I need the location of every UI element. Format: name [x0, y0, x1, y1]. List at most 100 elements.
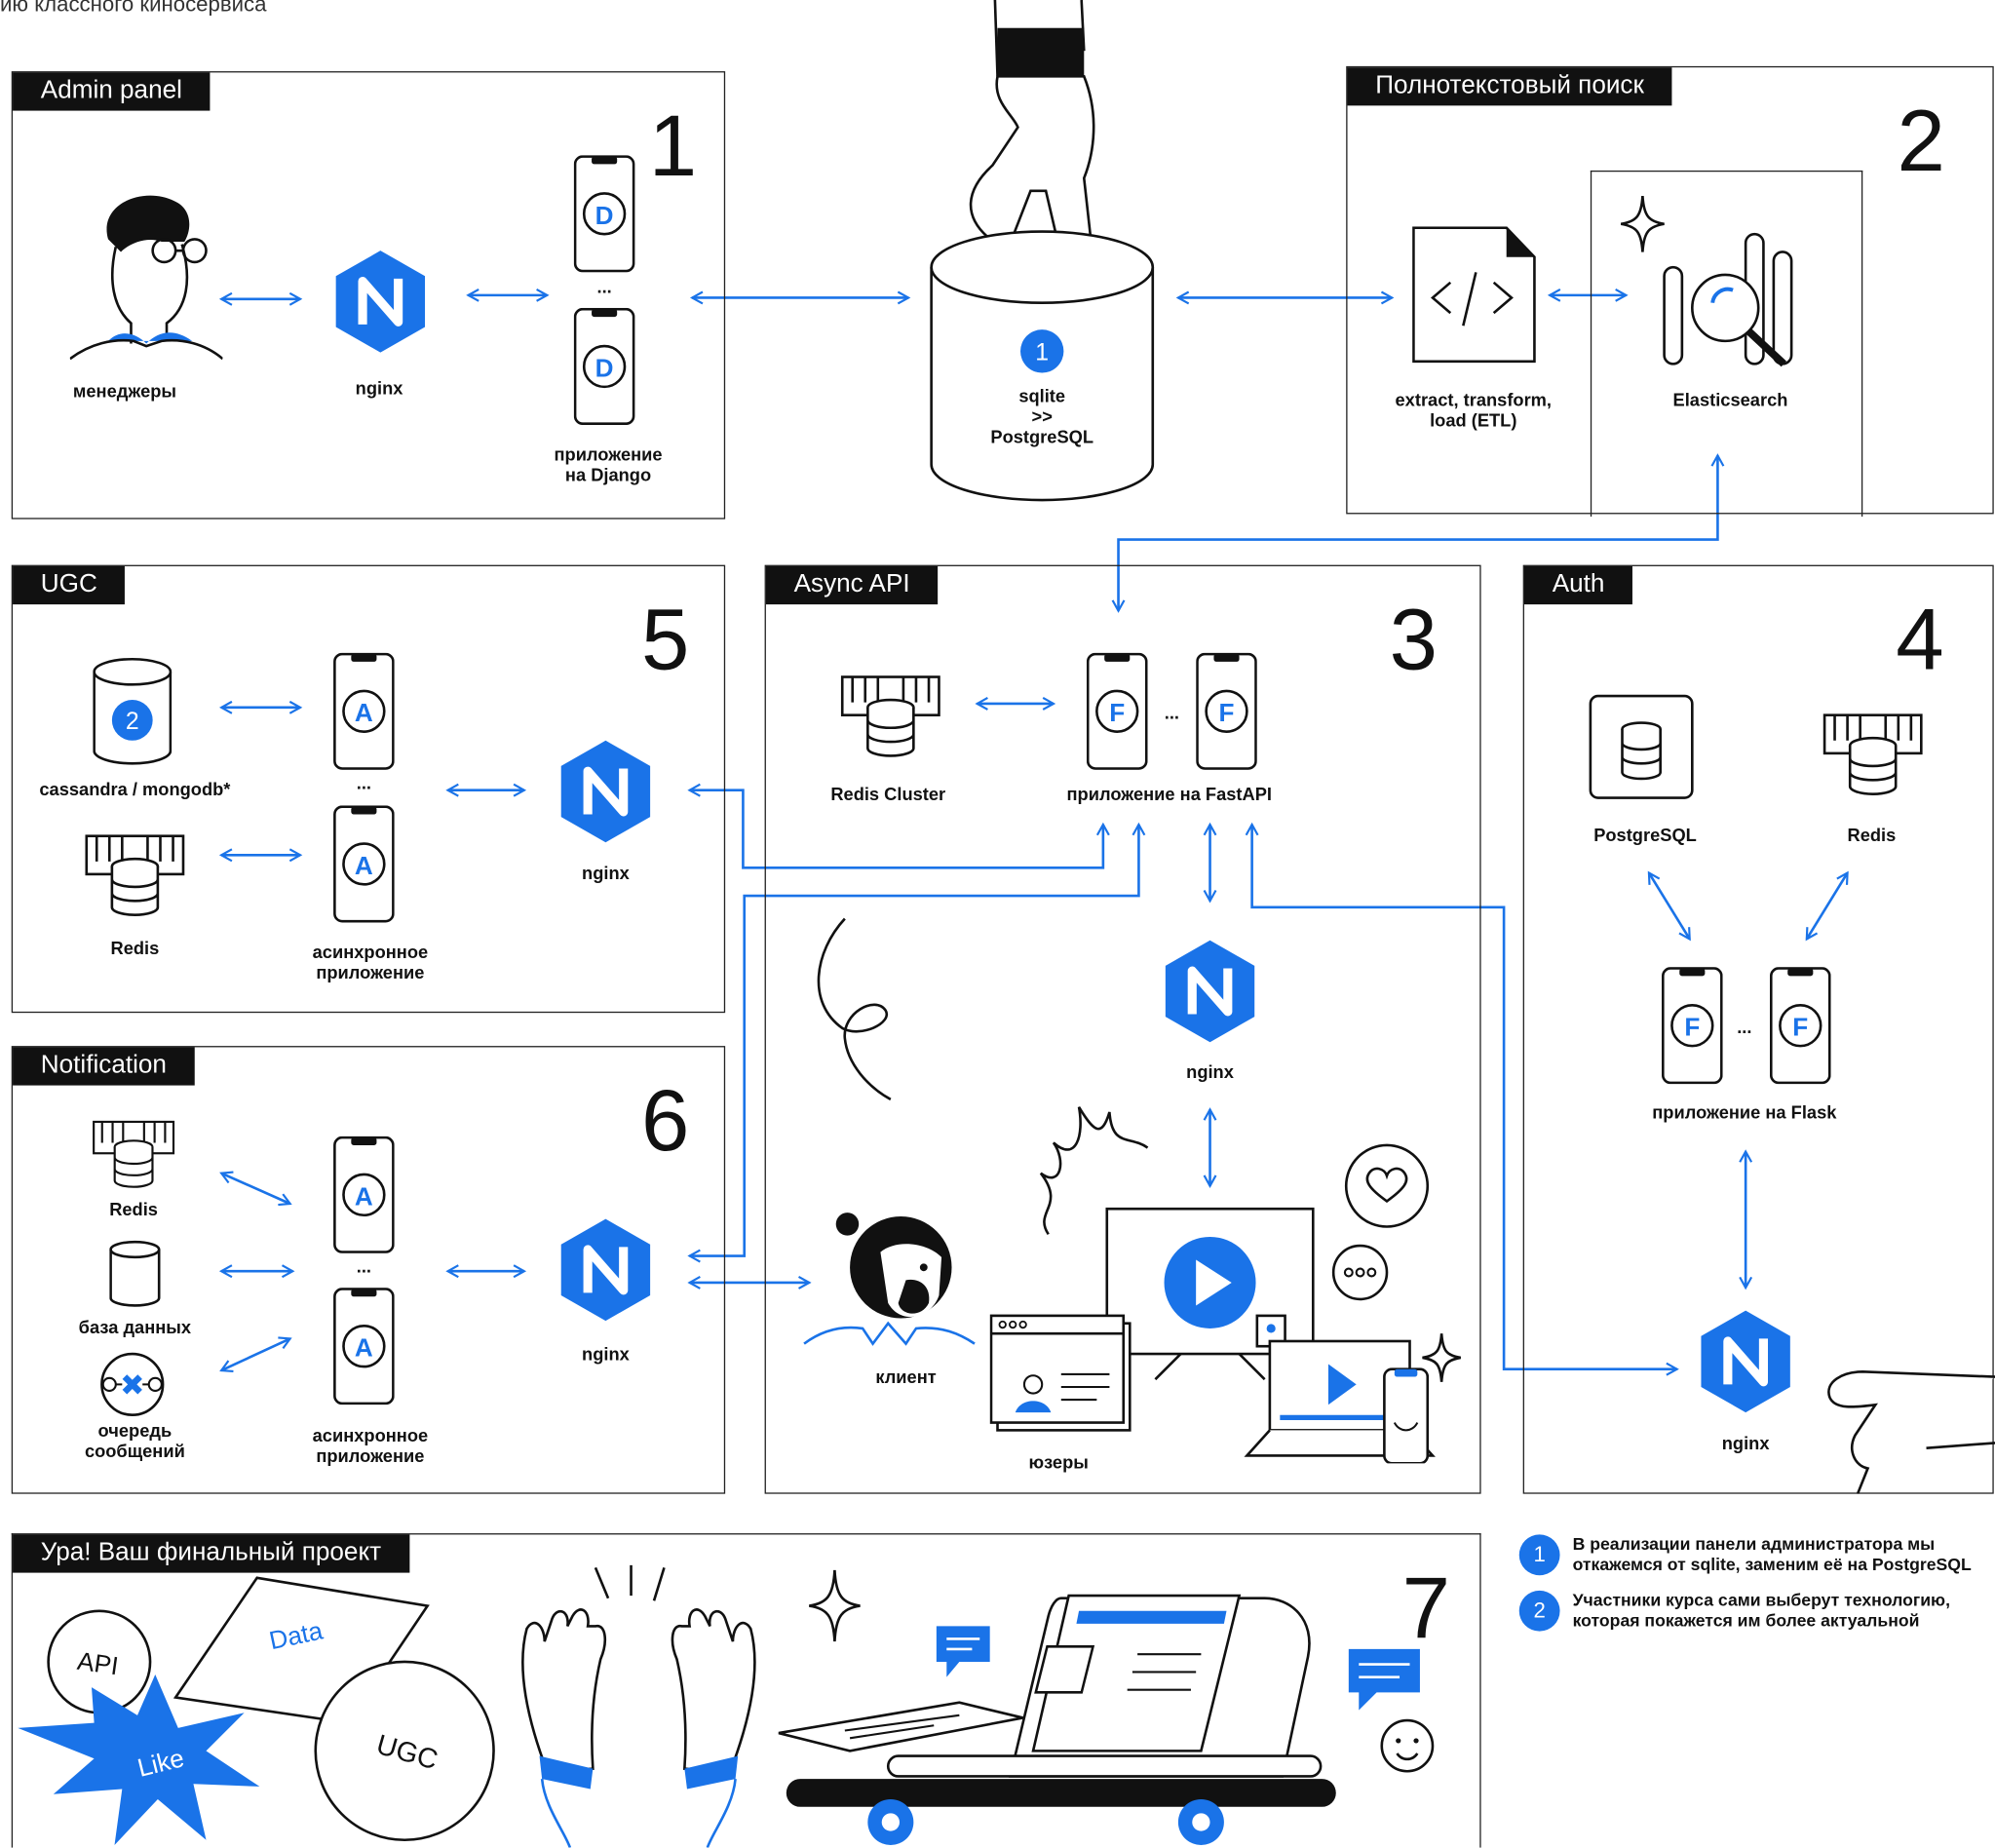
phone-app-icon: D: [573, 155, 635, 273]
doodle-icon: [817, 917, 892, 1101]
burst-icon: [1039, 1106, 1149, 1236]
panel-title: Auth: [1523, 565, 1633, 605]
api-word: API: [76, 1646, 121, 1681]
footnote-marker: 1: [1518, 1534, 1560, 1576]
arrow-pg-flask: [1647, 870, 1691, 942]
sparkle-icon: [1620, 195, 1665, 252]
app-letter: F: [1684, 1013, 1700, 1042]
panel-async-api: Async API 3: [764, 564, 1481, 1494]
client-label: клиент: [875, 1367, 937, 1387]
panel-number: 2: [1897, 93, 1945, 190]
footnote: 1 В реализации панели администратора мы …: [1518, 1534, 1990, 1576]
panel-number: 3: [1389, 592, 1438, 689]
arrow-auth-fastapi: [1245, 822, 1679, 1376]
async-app-label: асинхронное приложение: [313, 942, 429, 982]
queue-label: очередь сообщений: [85, 1420, 185, 1461]
arrow-n-queue-app: [219, 1336, 292, 1373]
app-letter: A: [355, 851, 373, 880]
panel-number: 6: [640, 1072, 690, 1170]
etl-label: extract, transform, load (ETL): [1396, 389, 1552, 430]
laptop-icon: [1244, 1314, 1436, 1464]
panel-admin: Admin panel 1: [11, 71, 726, 520]
final-collage-icon: Data API Like UGC: [18, 1576, 495, 1845]
panel-title: UGC: [13, 565, 126, 605]
app-letter: F: [1109, 698, 1125, 727]
sparkle-icon: [1422, 1333, 1461, 1382]
phone-app-icon: A: [333, 652, 395, 770]
phone-app-icon: F: [1769, 967, 1831, 1085]
phone-app-icon: A: [333, 1288, 395, 1405]
profile-window-icon: [989, 1314, 1132, 1432]
arrow-redis-flask: [1805, 870, 1849, 942]
django-app-line2: на Django: [564, 464, 652, 485]
nginx-label: nginx: [1186, 1060, 1234, 1082]
redis-icon: [93, 1120, 175, 1188]
postgres-db-icon: [1589, 694, 1694, 799]
phone-app-icon: F: [1086, 652, 1148, 770]
panel-ugc: UGC 5: [11, 564, 726, 1014]
redis-icon: [840, 675, 940, 757]
database-icon: 1: [930, 230, 1155, 502]
panel-title: Notification: [13, 1047, 195, 1086]
footnote-marker: 2: [1518, 1590, 1560, 1632]
footnote-text: В реализации панели администратора мы от…: [1572, 1534, 1972, 1574]
ellipsis: ...: [356, 772, 371, 793]
app-letter: A: [355, 1333, 373, 1363]
person-icon: [69, 195, 223, 361]
database-icon: 2: [93, 657, 173, 765]
async-app-line1: асинхронное: [312, 1425, 429, 1446]
footnote-text: Участники курса сами выберут технологию,…: [1572, 1590, 1951, 1631]
nginx-label: nginx: [355, 377, 403, 399]
cassandra-label: cassandra / mongodb*: [39, 778, 231, 799]
ellipsis: ...: [1737, 1017, 1752, 1037]
phone-app-icon: D: [573, 307, 635, 426]
nginx-icon: [560, 1218, 651, 1322]
async-app-line2: приложение: [316, 1445, 425, 1466]
fastapi-label: приложение на FastAPI: [1066, 784, 1272, 805]
app-letter: F: [1792, 1013, 1808, 1042]
django-app-line1: приложение: [554, 443, 663, 465]
postgres-label: PostgreSQL: [1593, 824, 1697, 845]
arrow-elastic-fastapi: [1111, 453, 1725, 613]
etl-line2: load (ETL): [1430, 409, 1517, 431]
async-app-line1: асинхронное: [312, 942, 429, 962]
arrow-notify-fastapi: [687, 822, 1146, 1263]
nginx-label: nginx: [582, 1343, 630, 1365]
ellipsis: ...: [356, 1255, 371, 1277]
high-five-icon: [521, 1564, 756, 1848]
queue-line2: сообщений: [84, 1440, 185, 1461]
elasticsearch-icon: [1663, 232, 1793, 367]
async-app-line2: приложение: [316, 961, 425, 982]
phone-app-icon: A: [333, 1136, 395, 1253]
panel-number: 5: [640, 592, 690, 689]
queue-line1: очередь: [97, 1419, 173, 1441]
nginx-label: nginx: [582, 863, 630, 884]
app-letter: A: [355, 698, 373, 727]
db-label: sqlite >> PostgreSQL: [990, 386, 1093, 447]
panel-title: Полнотекстовый поиск: [1347, 67, 1672, 106]
redis-cluster-label: Redis Cluster: [830, 784, 946, 805]
flask-label: приложение на Flask: [1652, 1101, 1837, 1123]
panel-search: Полнотекстовый поиск 2: [1346, 65, 1994, 515]
elastic-box: [1590, 170, 1863, 518]
elastic-label: Elasticsearch: [1672, 389, 1788, 410]
panel-number: 7: [1401, 1559, 1451, 1657]
users-label: юзеры: [1028, 1451, 1089, 1473]
async-app-label: асинхронное приложение: [313, 1425, 429, 1466]
panel-auth: Auth 4: [1522, 564, 1994, 1494]
heart-icon: [1344, 1143, 1430, 1228]
pointing-hand-icon: [1827, 1370, 1995, 1494]
panel-number: 1: [648, 97, 698, 195]
sqlite-arrow-label: >>: [1031, 405, 1053, 427]
app-letter: D: [595, 353, 614, 382]
phone-app-icon: F: [1661, 967, 1723, 1085]
footnotes: 1 В реализации панели администратора мы …: [1518, 1534, 1990, 1646]
panel-number: 4: [1896, 592, 1944, 689]
redis-icon: [1822, 713, 1923, 795]
redis-label: Redis: [110, 938, 160, 959]
sqlite-label: sqlite: [1018, 385, 1066, 406]
nginx-icon: [335, 250, 426, 353]
database-label: база данных: [78, 1317, 192, 1338]
etl-line1: extract, transform,: [1395, 389, 1553, 410]
django-app-label: приложение на Django: [554, 444, 662, 485]
